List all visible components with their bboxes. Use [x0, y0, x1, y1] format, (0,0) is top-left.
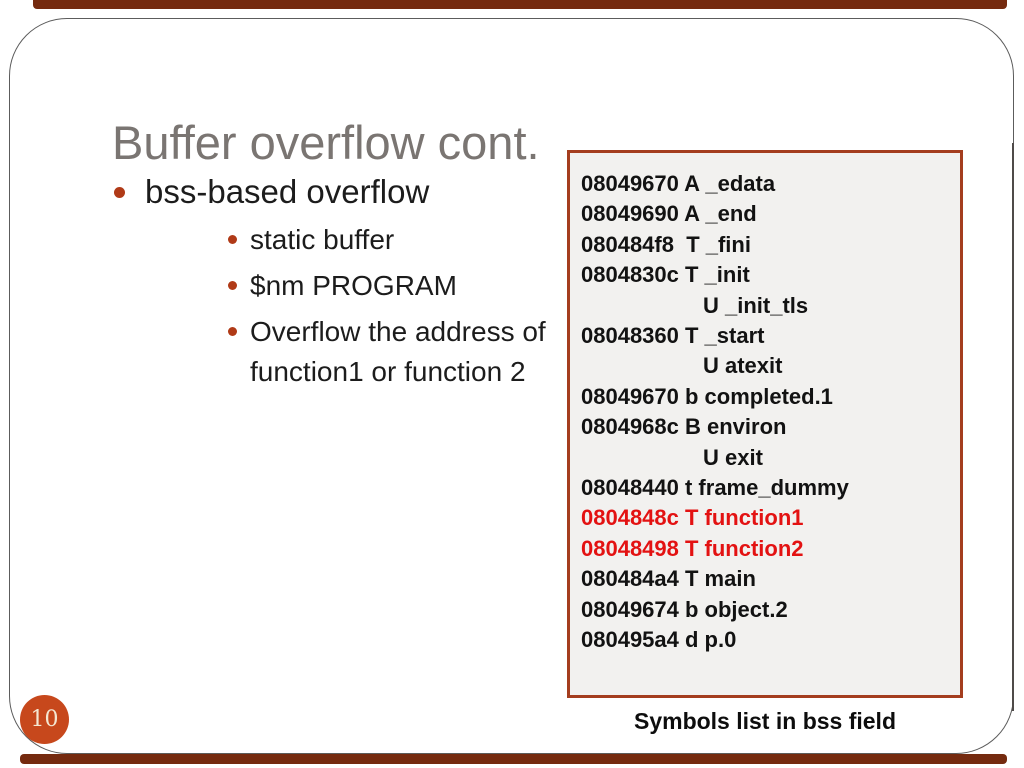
sub-bullet-item: static buffer: [228, 220, 564, 260]
page-number-badge: 10: [20, 695, 69, 744]
symbol-line: U _init_tls: [703, 292, 809, 318]
top-accent-bar: [33, 0, 1007, 9]
right-vertical-rule: [1012, 143, 1014, 711]
bullet-icon: [228, 327, 237, 336]
box-caption: Symbols list in bss field: [633, 708, 896, 734]
symbols-box: 08049670 A _edata 08049690 A _end 080484f8…: [567, 150, 963, 698]
symbol-line: 08049670 b completed.1: [581, 383, 833, 409]
bullet-text: Overflow the address of function1 or fun…: [250, 316, 546, 387]
symbol-line: 08049670 A _edata: [581, 171, 776, 196]
bottom-accent-bar: [20, 754, 1007, 764]
sub-bullet-item: Overflow the address of function1 or fun…: [228, 312, 564, 392]
symbol-line: 0804830c T _init: [581, 262, 750, 288]
symbol-line: 080495a4 d p.0: [581, 627, 737, 653]
symbol-line: 080484a4 T main: [581, 566, 756, 592]
bullet-icon: [228, 235, 237, 244]
symbol-line: U exit: [703, 444, 763, 470]
symbol-line: 08048440 t frame_dummy: [581, 475, 849, 501]
symbols-list: 08049670 A _edata 08049690 A _end 080484f8…: [581, 169, 956, 656]
slide-title: Buffer overflow cont.: [112, 116, 540, 170]
bullet-icon: [114, 187, 125, 198]
symbol-line: 0804968c B environ: [581, 414, 787, 440]
symbol-line: 08049690 A _end: [581, 201, 757, 227]
bullet-text: bss-based overflow: [145, 173, 430, 210]
bullet-text: $nm PROGRAM: [250, 270, 457, 301]
symbol-line: 08048360 T _start: [581, 323, 765, 349]
symbol-line: 08049674 b object.2: [581, 596, 788, 622]
symbol-line: U atexit: [703, 353, 783, 379]
bullet-text: static buffer: [250, 224, 395, 255]
page-number: 10: [30, 707, 59, 732]
symbol-line: 0804848c T function1: [581, 505, 804, 531]
bullet-icon: [228, 281, 237, 290]
symbol-line: 08048498 T function2: [581, 535, 804, 561]
bullet-level1: bss-based overflow: [114, 170, 429, 214]
symbol-line: 080484f8 T _fini: [581, 231, 751, 257]
sub-bullet-item: $nm PROGRAM: [228, 266, 564, 306]
sub-bullet-list: static buffer $nm PROGRAM Overflow the add…: [228, 220, 564, 392]
